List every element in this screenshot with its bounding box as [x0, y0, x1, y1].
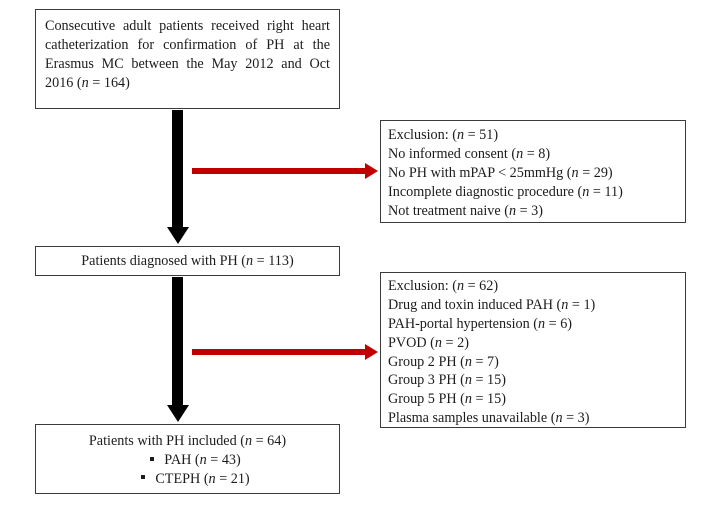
arrow-shaft: [192, 168, 365, 174]
box-patients-included-title: Patients with PH included (n = 64): [88, 433, 287, 449]
list-item: Not treatment naive (n = 3): [388, 202, 543, 219]
exclusion-2-list: Exclusion: (n = 62) Drug and toxin induc…: [388, 277, 685, 428]
box-patients-included: Patients with PH included (n = 64) PAH (…: [35, 424, 340, 494]
list-item-label: PAH (n = 43): [164, 451, 241, 468]
list-item: PVOD (n = 2): [388, 334, 469, 351]
list-item: CTEPH (n = 21): [36, 470, 339, 489]
list-item-label: CTEPH (n = 21): [155, 470, 250, 487]
list-item: Group 3 PH (n = 15): [388, 372, 506, 389]
arrow-head: [365, 163, 378, 179]
down-arrow-icon-source-to-diagnosed: [167, 110, 189, 244]
box-source-population: Consecutive adult patients received righ…: [35, 9, 340, 109]
arrow-head: [167, 227, 189, 244]
arrow-shaft: [172, 110, 183, 227]
box-exclusion-2: Exclusion: (n = 62) Drug and toxin induc…: [380, 272, 686, 428]
list-item: Exclusion: (n = 51): [388, 127, 499, 143]
down-arrow-icon-diagnosed-to-included: [167, 277, 189, 422]
list-item: Group 2 PH (n = 7): [388, 353, 499, 370]
list-item: PAH-portal hypertension (n = 6): [388, 315, 573, 332]
list-item: Plasma samples unavailable (n = 3): [388, 410, 590, 427]
list-item: Incomplete diagnostic procedure (n = 11): [388, 183, 623, 200]
arrow-shaft: [172, 277, 183, 405]
right-arrow-icon-to-exclusion-1: [192, 163, 378, 179]
list-item: Exclusion: (n = 62): [388, 278, 499, 294]
list-item: Group 5 PH (n = 15): [388, 391, 506, 408]
list-item: PAH (n = 43): [36, 451, 339, 470]
bullet-square-icon: [141, 475, 146, 480]
list-item: No PH with mPAP < 25mmHg (n = 29): [388, 164, 613, 181]
box-source-population-text: Consecutive adult patients received righ…: [45, 18, 330, 91]
list-item: Drug and toxin induced PAH (n = 1): [388, 296, 596, 313]
list-item: No informed consent (n = 8): [388, 145, 551, 162]
arrow-shaft: [192, 349, 365, 355]
exclusion-1-list: Exclusion: (n = 51) No informed consent …: [388, 126, 685, 220]
arrow-head: [167, 405, 189, 422]
arrow-head: [365, 344, 378, 360]
right-arrow-icon-to-exclusion-2: [192, 344, 378, 360]
included-subgroup-list: PAH (n = 43) CTEPH (n = 21): [36, 451, 339, 489]
box-diagnosed-with-ph-text: Patients diagnosed with PH (n = 113): [81, 252, 294, 269]
bullet-square-icon: [150, 456, 155, 461]
box-exclusion-1: Exclusion: (n = 51) No informed consent …: [380, 120, 686, 223]
box-diagnosed-with-ph: Patients diagnosed with PH (n = 113): [35, 246, 340, 276]
